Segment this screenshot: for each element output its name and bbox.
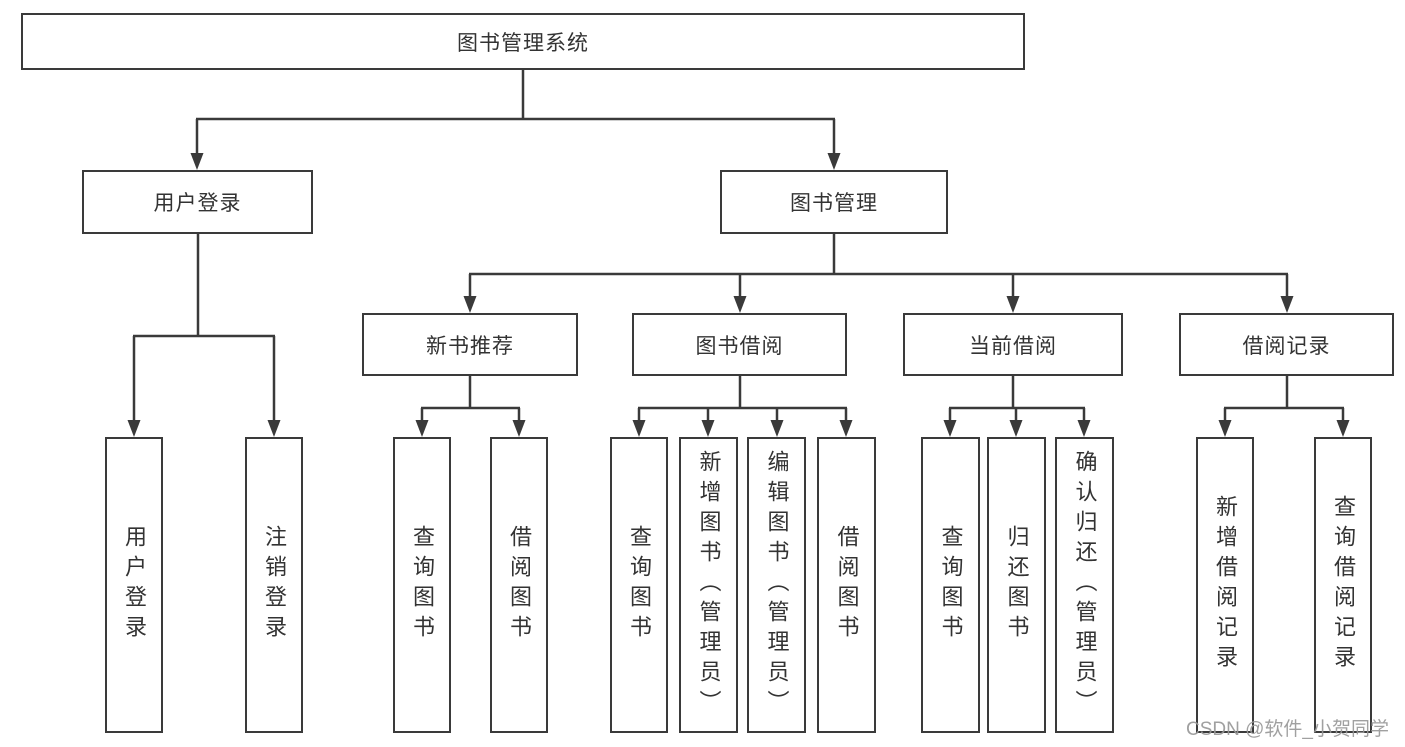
leaf-query-borrow-record: 查询借阅记录 bbox=[1314, 437, 1372, 733]
leaf-label: 查询图书 bbox=[627, 525, 652, 645]
leaf-add-borrow-record: 新增借阅记录 bbox=[1196, 437, 1254, 733]
leaf-label: 查询图书 bbox=[410, 525, 435, 645]
leaf-label: 确认归还（管理员） bbox=[1072, 450, 1098, 720]
leaf-label: 用户登录 bbox=[122, 525, 147, 645]
leaf-return-books: 归还图书 bbox=[987, 437, 1046, 733]
node-label: 借阅记录 bbox=[1242, 334, 1331, 358]
leaf-label: 借阅图书 bbox=[507, 525, 532, 645]
node-book-borrow: 图书借阅 bbox=[632, 313, 847, 376]
leaf-label: 注销登录 bbox=[262, 525, 287, 645]
leaf-user-login: 用户登录 bbox=[105, 437, 163, 733]
node-current-borrow: 当前借阅 bbox=[903, 313, 1123, 376]
node-label: 当前借阅 bbox=[969, 334, 1057, 358]
node-label: 新书推荐 bbox=[426, 334, 514, 358]
arrowheads bbox=[127, 153, 1350, 437]
node-label: 图书管理系统 bbox=[457, 31, 589, 55]
leaf-label: 借阅图书 bbox=[834, 525, 860, 645]
node-book-management: 图书管理 bbox=[720, 170, 948, 234]
node-label: 图书借阅 bbox=[695, 334, 784, 358]
leaf-borrow-books: 借阅图书 bbox=[817, 437, 876, 733]
leaf-label: 新增借阅记录 bbox=[1213, 495, 1238, 675]
csdn-watermark: CSDN @软件_小贺同学 bbox=[1186, 719, 1389, 740]
leaf-query-books-recommend: 查询图书 bbox=[393, 437, 451, 733]
leaf-add-books-admin: 新增图书（管理员） bbox=[679, 437, 738, 733]
leaf-query-books-current: 查询图书 bbox=[921, 437, 980, 733]
leaf-borrow-books-recommend: 借阅图书 bbox=[490, 437, 548, 733]
leaf-edit-books-admin: 编辑图书（管理员） bbox=[747, 437, 806, 733]
leaf-label: 查询借阅记录 bbox=[1331, 495, 1356, 675]
leaf-label: 新增图书（管理员） bbox=[696, 450, 722, 720]
leaf-label: 查询图书 bbox=[938, 525, 964, 645]
leaf-query-books-borrow: 查询图书 bbox=[610, 437, 668, 733]
node-new-book-recommend: 新书推荐 bbox=[362, 313, 578, 376]
node-label: 用户登录 bbox=[153, 192, 242, 215]
leaf-logout: 注销登录 bbox=[245, 437, 303, 733]
node-user-login: 用户登录 bbox=[82, 170, 313, 234]
node-borrow-records: 借阅记录 bbox=[1179, 313, 1394, 376]
leaf-label: 归还图书 bbox=[1004, 525, 1030, 645]
leaf-confirm-return-admin: 确认归还（管理员） bbox=[1055, 437, 1114, 733]
node-system-root: 图书管理系统 bbox=[21, 13, 1025, 70]
leaf-label: 编辑图书（管理员） bbox=[764, 450, 790, 720]
node-label: 图书管理 bbox=[790, 192, 878, 215]
